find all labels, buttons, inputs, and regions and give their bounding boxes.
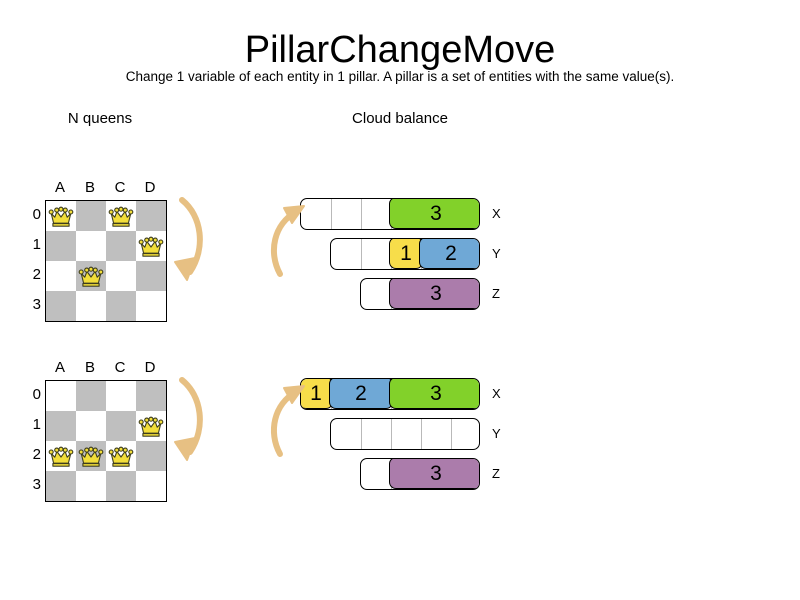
nqueens-board-after: A B C D 0 1 2 3 <box>33 359 167 502</box>
cloud-computer-label-y: Y <box>492 246 501 261</box>
board-square-C1[interactable] <box>106 411 136 441</box>
cloud-process-2[interactable]: 2 <box>329 379 393 409</box>
cloud-unit-divider <box>331 199 332 229</box>
page-subtitle: Change 1 variable of each entity in 1 pi… <box>125 69 675 84</box>
board-row-label-0: 0 <box>32 386 41 403</box>
queen-icon-c0[interactable] <box>106 201 136 231</box>
cloud-computer-label-x: X <box>492 386 501 401</box>
board-square-D2[interactable] <box>136 261 166 291</box>
board-square-C0[interactable] <box>106 381 136 411</box>
nqueens-transition-arrow-bottom <box>168 370 214 470</box>
board-square-D3[interactable] <box>136 291 166 321</box>
queen-icon-d1[interactable] <box>136 231 166 261</box>
board-square-D3[interactable] <box>136 471 166 501</box>
cloud-process-3[interactable]: 3 <box>389 279 479 309</box>
cloud-transition-arrow-bottom <box>266 376 312 466</box>
cloud-unit-divider <box>361 419 362 449</box>
board-square-C2[interactable] <box>106 261 136 291</box>
cloud-unit-divider <box>451 419 452 449</box>
board-square-A0[interactable] <box>46 381 76 411</box>
queen-icon-b2[interactable] <box>76 441 106 471</box>
board-square-B3[interactable] <box>76 471 106 501</box>
cloud-process-3[interactable]: 3 <box>389 459 479 489</box>
board-row-label-2: 2 <box>32 266 41 283</box>
cloud-computer-label-x: X <box>492 206 501 221</box>
board-square-C3[interactable] <box>106 291 136 321</box>
board-square-D0[interactable] <box>136 201 166 231</box>
queen-icon-c2[interactable] <box>106 441 136 471</box>
board-square-C1[interactable] <box>106 231 136 261</box>
board-column-labels: A B C D <box>45 358 165 378</box>
board-column-label-c: C <box>114 179 126 196</box>
board-column-label-d: D <box>144 359 156 376</box>
cloud-process-1[interactable]: 1 <box>389 239 423 269</box>
board-square-B0[interactable] <box>76 201 106 231</box>
chessboard-grid <box>45 200 167 322</box>
page-title: PillarChangeMove <box>244 29 556 71</box>
board-column-labels: A B C D <box>45 178 165 198</box>
nqueens-transition-arrow-top <box>168 190 214 290</box>
cloud-computer-row-y: Y <box>0 418 800 450</box>
board-row-label-1: 1 <box>32 416 41 433</box>
board-column-label-b: B <box>84 179 95 196</box>
cloud-capacity-bar-z[interactable]: 3 <box>360 458 480 490</box>
cloud-unit-divider <box>361 239 362 269</box>
board-column-label-a: A <box>54 179 65 196</box>
board-column-label-b: B <box>84 359 95 376</box>
cloud-capacity-bar-y[interactable] <box>330 418 480 450</box>
board-square-A1[interactable] <box>46 231 76 261</box>
board-row-label-3: 3 <box>32 296 41 313</box>
cloud-transition-arrow-top <box>266 196 312 286</box>
board-square-B3[interactable] <box>76 291 106 321</box>
cloud-computer-label-y: Y <box>492 426 501 441</box>
board-column-label-d: D <box>144 179 156 196</box>
board-square-A3[interactable] <box>46 291 76 321</box>
board-square-A1[interactable] <box>46 411 76 441</box>
board-square-B1[interactable] <box>76 411 106 441</box>
board-row-labels: 0 1 2 3 <box>23 380 41 500</box>
cloud-process-3[interactable]: 3 <box>389 199 479 229</box>
section-heading-cloudbalance: Cloud balance <box>352 110 448 127</box>
cloud-computer-label-z: Z <box>492 286 500 301</box>
cloud-process-2[interactable]: 2 <box>419 239 479 269</box>
board-row-label-3: 3 <box>32 476 41 493</box>
board-square-A2[interactable] <box>46 261 76 291</box>
cloud-process-3[interactable]: 3 <box>389 379 479 409</box>
board-square-D2[interactable] <box>136 441 166 471</box>
cloud-unit-divider <box>391 419 392 449</box>
cloud-unit-divider <box>421 419 422 449</box>
board-column-label-a: A <box>54 359 65 376</box>
section-heading-nqueens: N queens <box>67 110 133 127</box>
board-row-label-0: 0 <box>32 206 41 223</box>
board-square-B0[interactable] <box>76 381 106 411</box>
queen-icon-d1[interactable] <box>136 411 166 441</box>
nqueens-board-before: A B C D 0 1 2 3 <box>33 179 167 322</box>
board-square-C3[interactable] <box>106 471 136 501</box>
board-row-labels: 0 1 2 3 <box>23 200 41 320</box>
cloud-capacity-bar-z[interactable]: 3 <box>360 278 480 310</box>
chessboard-grid <box>45 380 167 502</box>
queen-icon-a0[interactable] <box>46 201 76 231</box>
queen-icon-a2[interactable] <box>46 441 76 471</box>
board-square-B1[interactable] <box>76 231 106 261</box>
board-square-D0[interactable] <box>136 381 166 411</box>
cloud-computer-label-z: Z <box>492 466 500 481</box>
cloud-process-1[interactable]: 1 <box>301 379 333 409</box>
cloud-unit-divider <box>361 199 362 229</box>
queen-icon-b2[interactable] <box>76 261 106 291</box>
board-row-label-2: 2 <box>32 446 41 463</box>
cloud-capacity-bar-x[interactable]: 3 <box>300 198 480 230</box>
board-square-A3[interactable] <box>46 471 76 501</box>
board-row-label-1: 1 <box>32 236 41 253</box>
board-column-label-c: C <box>114 359 126 376</box>
